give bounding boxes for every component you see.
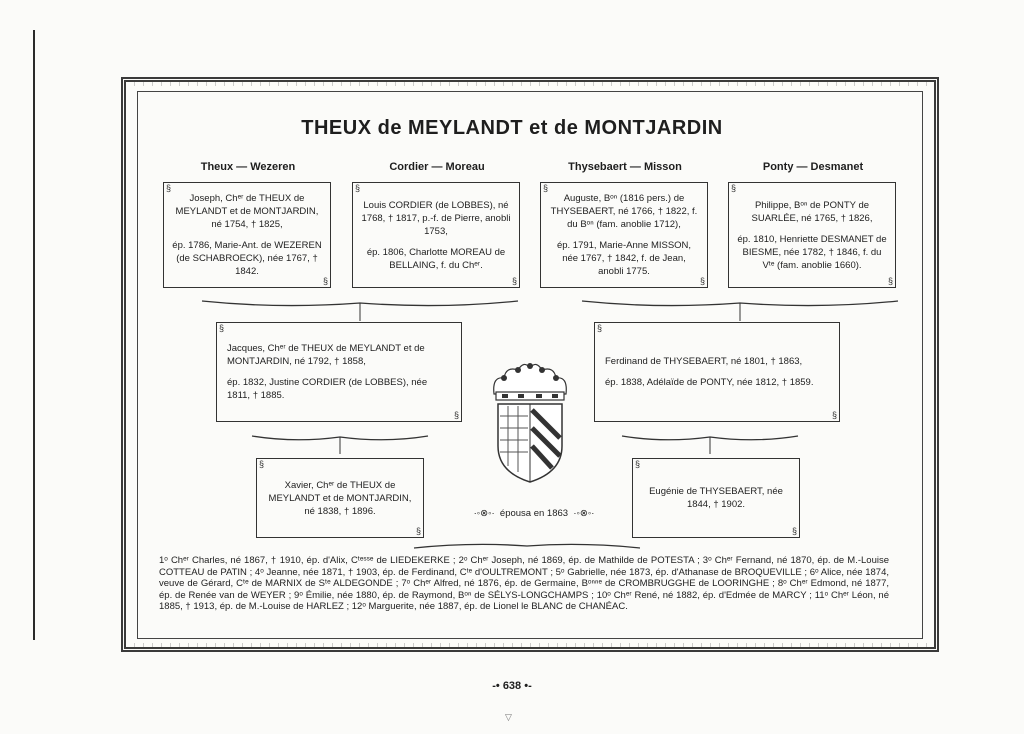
family-heading-ponty: Ponty — Desmanet xyxy=(762,161,864,173)
grandparents-box-thysebaert: Auguste, Bᵒⁿ (1816 pers.) de THYSEBAERT,… xyxy=(540,182,708,288)
family-heading-thysebaert: Thysebaert — Misson xyxy=(568,161,682,173)
page-title: THEUX de MEYLANDT et de MONTJARDIN xyxy=(301,117,723,139)
grandfather-entry: Joseph, Chᵉʳ de THEUX de MEYLANDT et de … xyxy=(175,193,319,230)
grandmother-entry: ép. 1810, Henriette DESMANET de BIESME, … xyxy=(737,233,887,271)
connector-brace-children xyxy=(412,540,642,550)
connector-brace-couple-right xyxy=(620,432,800,454)
grandparents-box-ponty: Philippe, Bᵒⁿ de PONTY de SUARLÉE, né 17… xyxy=(728,182,896,288)
grandparents-box-theux: Joseph, Chᵉʳ de THEUX de MEYLANDT et de … xyxy=(163,182,331,288)
grandparents-box-cordier: Louis CORDIER (de LOBBES), né 1768, † 18… xyxy=(352,182,520,288)
wife-entry: Eugénie de THYSEBAERT, née 1844, † 1902. xyxy=(649,486,783,510)
binding-line xyxy=(33,30,35,640)
printer-mark-icon: ▽ xyxy=(505,712,512,722)
family-heading-cordier: Cordier — Moreau xyxy=(389,161,485,173)
parents-box-thysebaert: Ferdinand de THYSEBAERT, né 1801, † 1863… xyxy=(594,322,840,422)
connector-brace-left xyxy=(200,297,520,321)
father-entry: Jacques, Chᵉʳ de THEUX de MEYLANDT et de… xyxy=(227,343,425,367)
children-list: 1ᵒ Chᵉʳ Charles, né 1867, † 1910, ép. d'… xyxy=(159,555,889,612)
mother-entry: ép. 1832, Justine CORDIER (de LOBBES), n… xyxy=(227,377,428,401)
grandfather-entry: Auguste, Bᵒⁿ (1816 pers.) de THYSEBAERT,… xyxy=(550,193,698,230)
grandfather-entry: Louis CORDIER (de LOBBES), né 1768, † 18… xyxy=(361,199,511,237)
grandmother-entry: ép. 1806, Charlotte MOREAU de BELLAING, … xyxy=(366,246,506,271)
husband-entry: Xavier, Chᵉʳ de THEUX de MEYLANDT et de … xyxy=(268,479,412,517)
father-entry: Ferdinand de THYSEBAERT, né 1801, † 1863… xyxy=(605,356,803,367)
husband-box: Xavier, Chᵉʳ de THEUX de MEYLANDT et de … xyxy=(256,458,424,538)
family-heading-theux: Theux — Wezeren xyxy=(200,161,296,173)
connector-brace-couple-left xyxy=(250,432,430,454)
inner-border xyxy=(137,91,923,639)
grandfather-entry: Philippe, Bᵒⁿ de PONTY de SUARLÉE, né 17… xyxy=(751,199,873,224)
connector-brace-right xyxy=(580,297,900,321)
scroll-ornament-icon: ·◦⊗◦· xyxy=(473,508,495,519)
grandmother-entry: ép. 1791, Marie-Anne MISSON, née 1767, †… xyxy=(556,240,692,277)
marriage-label: ·◦⊗◦· épousa en 1863 ·◦⊗◦· xyxy=(473,508,595,519)
wife-box: Eugénie de THYSEBAERT, née 1844, † 1902. xyxy=(632,458,800,538)
coat-of-arms-icon xyxy=(484,356,576,489)
scroll-ornament-icon: ·◦⊗◦· xyxy=(573,508,595,519)
parents-box-theux: Jacques, Chᵉʳ de THEUX de MEYLANDT et de… xyxy=(216,322,462,422)
grandmother-entry: ép. 1786, Marie-Ant. de WEZEREN (de SCHA… xyxy=(172,240,322,277)
mother-entry: ép. 1838, Adélaïde de PONTY, née 1812, †… xyxy=(605,377,814,388)
page-number: -• 638 •- xyxy=(492,680,532,692)
